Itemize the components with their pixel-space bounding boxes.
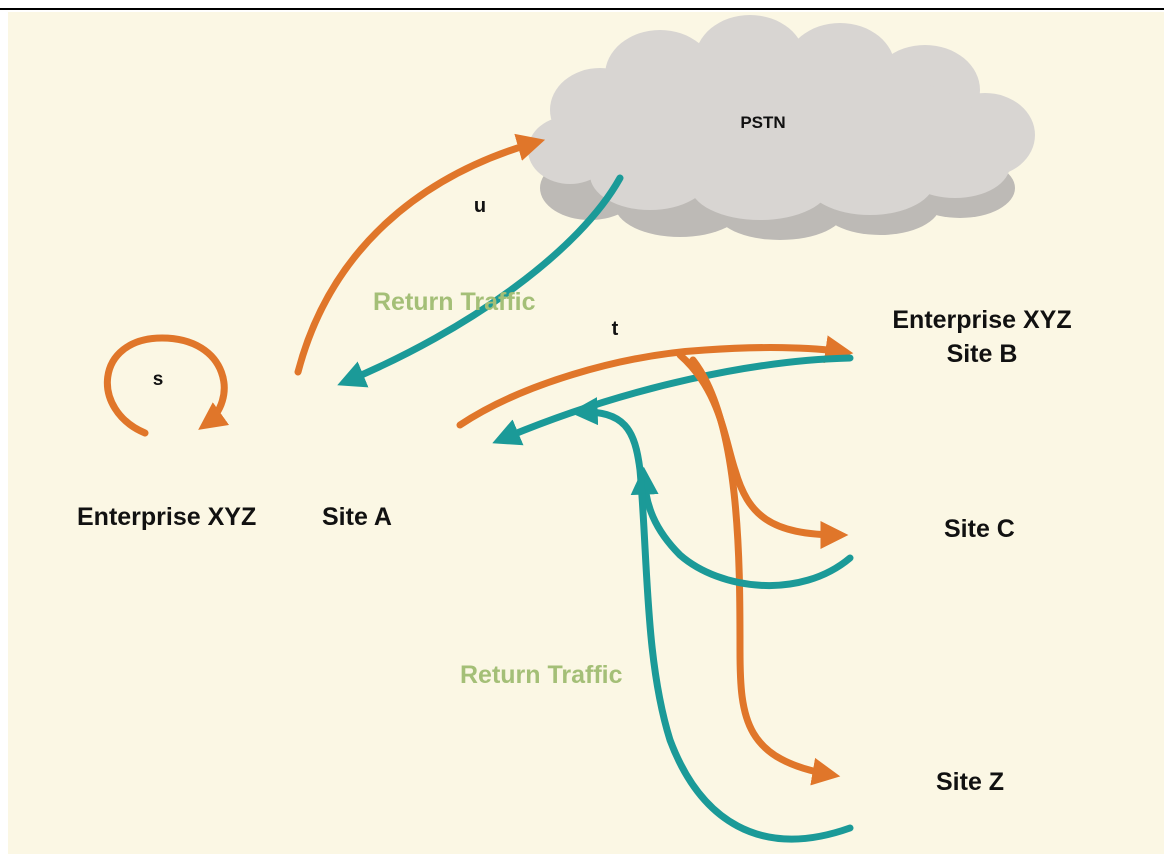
site-z-label: Site Z [936,768,1004,796]
site-a-enterprise-label: Enterprise XYZ [77,503,256,531]
top-border-rule [0,8,1164,10]
site-a-label: Site A [322,503,392,531]
site-a-to-site-b-arrow [456,335,854,429]
site-a-to-pstn-arrow [294,133,546,376]
site-z-outbound-arrow [689,356,841,786]
site-z-return-arrow [569,397,854,843]
return-traffic-label-top: Return Traffic [373,288,536,316]
site-c-label: Site C [944,515,1015,543]
flow-t-label: t [612,318,619,340]
return-traffic-label-bottom: Return Traffic [460,661,623,689]
loop-s-label: s [153,369,164,390]
site-b-enterprise-label: Enterprise XYZ [892,306,1071,334]
site-b-label: Site B [947,340,1018,368]
flow-u-label: u [474,195,486,217]
pstn-cloud-icon [528,15,1035,240]
pstn-return-arrow [337,174,624,388]
pstn-label: PSTN [740,113,785,132]
site-b-return-arrow [492,354,854,446]
site-c-return-arrow [630,466,854,590]
local-call-loop-arrow [103,334,230,437]
